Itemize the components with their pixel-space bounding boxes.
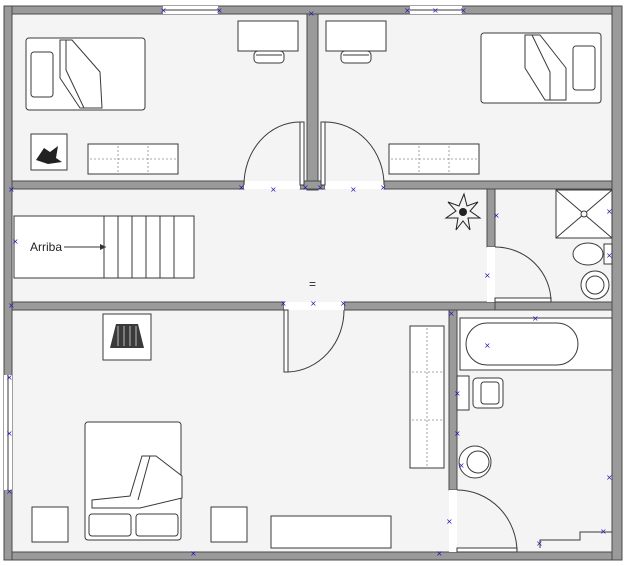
svg-text:×: × (446, 517, 453, 526)
svg-text:×: × (532, 314, 539, 323)
svg-text:×: × (216, 6, 223, 15)
svg-text:×: × (606, 251, 613, 260)
svg-text:×: × (606, 207, 613, 216)
hall-symbol: = (309, 277, 316, 291)
door-top-bathroom[interactable] (487, 246, 552, 303)
plant-star-icon (444, 192, 482, 231)
svg-text:×: × (404, 6, 411, 15)
svg-text:×: × (606, 473, 613, 482)
svg-text:×: × (160, 6, 167, 15)
svg-text:×: × (190, 549, 197, 558)
toilet-top[interactable] (572, 242, 613, 266)
svg-text:×: × (484, 341, 491, 350)
svg-text:×: × (270, 185, 277, 194)
svg-text:×: × (308, 9, 315, 18)
svg-text:×: × (280, 299, 287, 308)
door-bottom-bedroom[interactable] (283, 302, 345, 373)
desk-bottom[interactable] (270, 515, 392, 549)
left-window (4, 375, 12, 490)
shower[interactable] (555, 189, 613, 239)
svg-text:×: × (448, 309, 455, 318)
svg-text:×: × (536, 539, 543, 548)
nightstand-left[interactable] (31, 506, 69, 543)
step-ledge (539, 531, 612, 548)
svg-text:×: × (432, 6, 439, 15)
desk-top-right[interactable] (325, 20, 387, 64)
toilet-bottom[interactable] (456, 375, 504, 411)
plant-icon (30, 133, 68, 171)
svg-text:×: × (6, 373, 13, 382)
svg-text:×: × (8, 185, 15, 194)
staircase[interactable] (13, 215, 195, 279)
sink-bottom[interactable] (458, 445, 492, 479)
svg-text:×: × (6, 429, 13, 438)
svg-text:×: × (454, 429, 461, 438)
svg-text:×: × (350, 185, 357, 194)
svg-text:×: × (12, 237, 19, 246)
svg-text:×: × (460, 6, 467, 15)
svg-text:×: × (310, 299, 317, 308)
bed-bottom[interactable] (84, 421, 183, 541)
bathtub[interactable] (459, 317, 613, 371)
svg-text:×: × (317, 183, 324, 192)
svg-text:×: × (8, 301, 15, 310)
svg-text:×: × (340, 299, 347, 308)
svg-text:×: × (454, 389, 461, 398)
selection-markers: × × × × × × × × × × × × × × × × × × × × … (6, 6, 613, 558)
svg-text:×: × (302, 183, 309, 192)
door-top-left-bedroom[interactable] (243, 121, 305, 189)
svg-text:×: × (6, 487, 13, 496)
svg-text:×: × (380, 183, 387, 192)
bed-top-left[interactable] (25, 37, 146, 111)
bed-top-right[interactable] (480, 32, 602, 104)
svg-text:×: × (238, 183, 245, 192)
svg-text:×: × (600, 527, 607, 536)
stair-label: Arriba (30, 240, 62, 254)
wardrobe[interactable] (409, 325, 445, 469)
sink-top[interactable] (580, 270, 610, 300)
nightstand-right[interactable] (210, 506, 248, 543)
svg-text:×: × (493, 211, 500, 220)
door-top-right-bedroom[interactable] (320, 121, 385, 189)
top-window (163, 6, 462, 14)
desk-top-left[interactable] (237, 20, 299, 64)
door-bottom-bathroom[interactable] (449, 489, 518, 553)
svg-text:×: × (436, 549, 443, 558)
svg-text:×: × (484, 271, 491, 280)
dresser-top-right[interactable] (388, 143, 480, 175)
dresser-top-left[interactable] (87, 143, 179, 175)
radiator-icon (102, 313, 152, 361)
svg-text:×: × (458, 461, 465, 470)
